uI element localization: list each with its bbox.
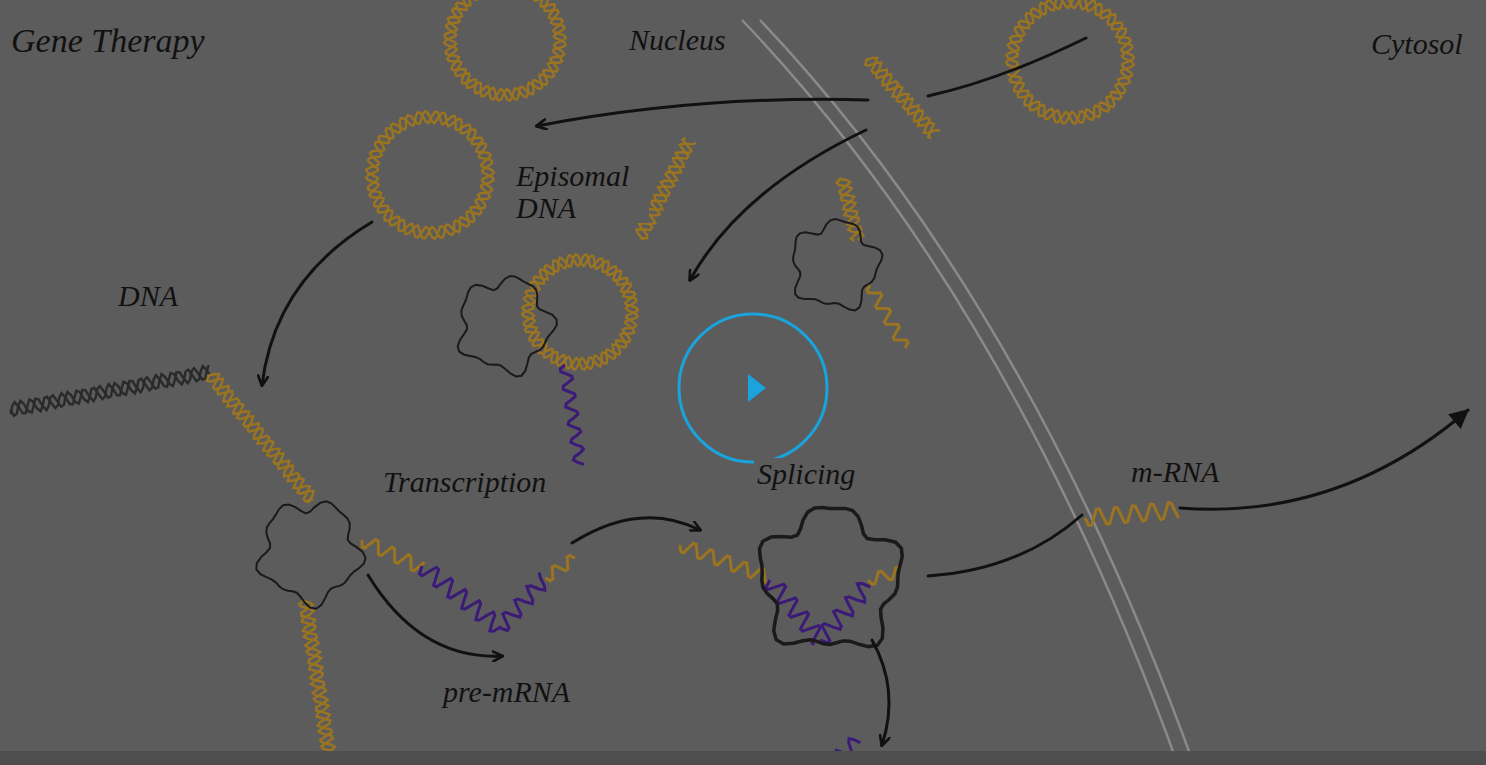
strand — [420, 566, 502, 631]
strand — [1006, 0, 1134, 123]
structure-label: Episomal DNA — [513, 160, 649, 223]
strand — [522, 254, 637, 369]
enzyme-blob — [793, 219, 882, 310]
strand — [545, 555, 575, 580]
strand — [522, 255, 638, 369]
strand — [865, 58, 934, 138]
molecule-label: m-RNA — [1128, 456, 1222, 488]
enzyme-blob — [256, 501, 365, 608]
strand — [299, 600, 336, 761]
strand — [444, 0, 565, 101]
structure-label: DNA — [115, 280, 181, 312]
strand — [1085, 503, 1179, 526]
molecule-label: pre-mRNA — [440, 676, 573, 708]
strand — [868, 567, 899, 584]
strand — [366, 111, 493, 238]
strand — [366, 112, 494, 238]
strand — [560, 365, 584, 464]
strand — [207, 374, 314, 503]
strand — [680, 544, 768, 584]
compartment-label: Nucleus — [626, 24, 729, 56]
strand — [1006, 0, 1133, 124]
diagram-title: Gene Therapy — [8, 22, 208, 59]
strand — [11, 366, 211, 414]
strand — [301, 601, 335, 760]
process-arrows — [262, 38, 1468, 745]
strand — [838, 179, 862, 241]
nuclear-membrane — [742, 20, 1194, 765]
process-label: Splicing — [754, 458, 858, 490]
enzyme-complexes — [256, 219, 902, 647]
strand — [10, 365, 209, 416]
nucleic-acid-strands — [10, 0, 1179, 765]
video-control-bar — [0, 751, 1486, 765]
enzyme-blob — [458, 276, 557, 377]
process-label: Transcription — [380, 466, 549, 498]
strand — [207, 374, 313, 501]
strand — [867, 285, 908, 348]
strand — [500, 573, 545, 631]
enzyme-blob — [760, 508, 903, 647]
compartment-label: Cytosol — [1368, 28, 1466, 60]
strand — [820, 583, 870, 643]
play-button — [679, 314, 827, 462]
strand — [362, 540, 425, 571]
strand — [444, 0, 566, 100]
